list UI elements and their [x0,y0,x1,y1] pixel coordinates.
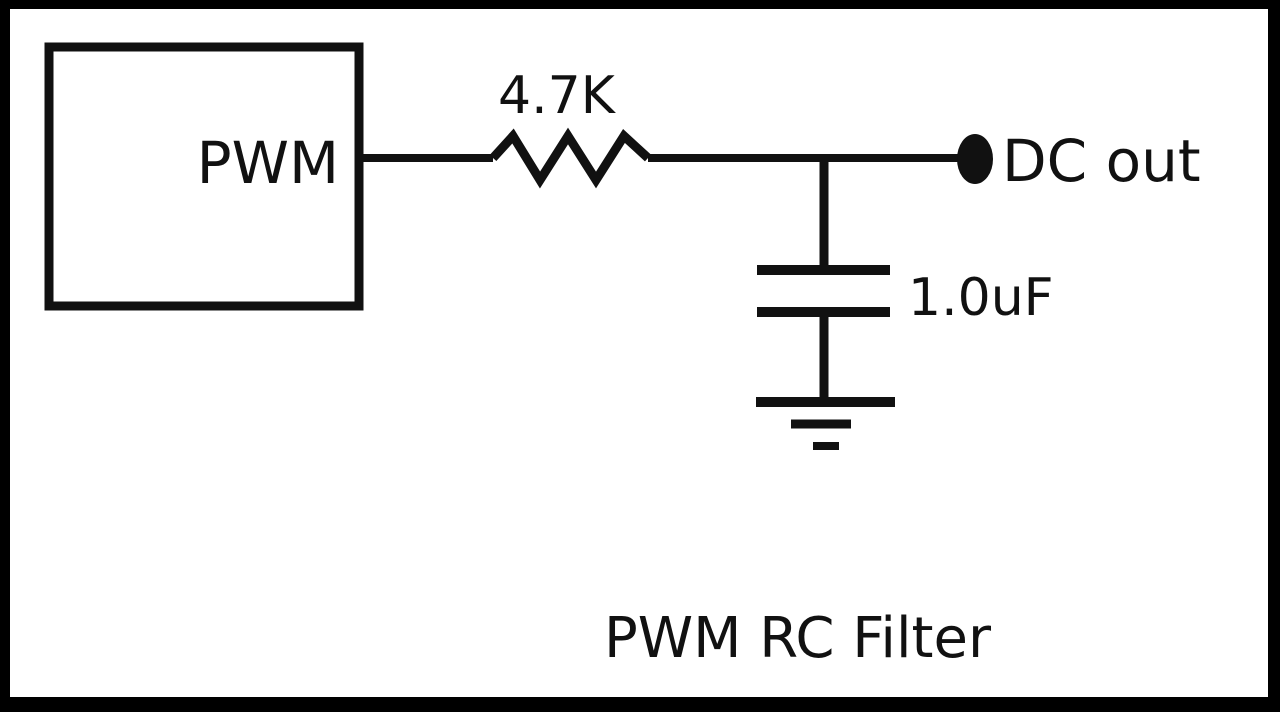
pwm-source-block [44,42,364,311]
capacitor-value-label: 1.0uF [908,268,1054,328]
ground-icon [756,397,895,450]
diagram-title: PWM RC Filter [604,606,992,671]
resistor-value-label: 4.7K [498,66,617,126]
resistor-symbol [489,127,652,189]
output-terminal-dot[interactable] [957,134,993,184]
output-label: DC out [1002,127,1201,195]
diagram-background [10,9,1268,697]
pwm-block-label: PWM [197,129,339,197]
